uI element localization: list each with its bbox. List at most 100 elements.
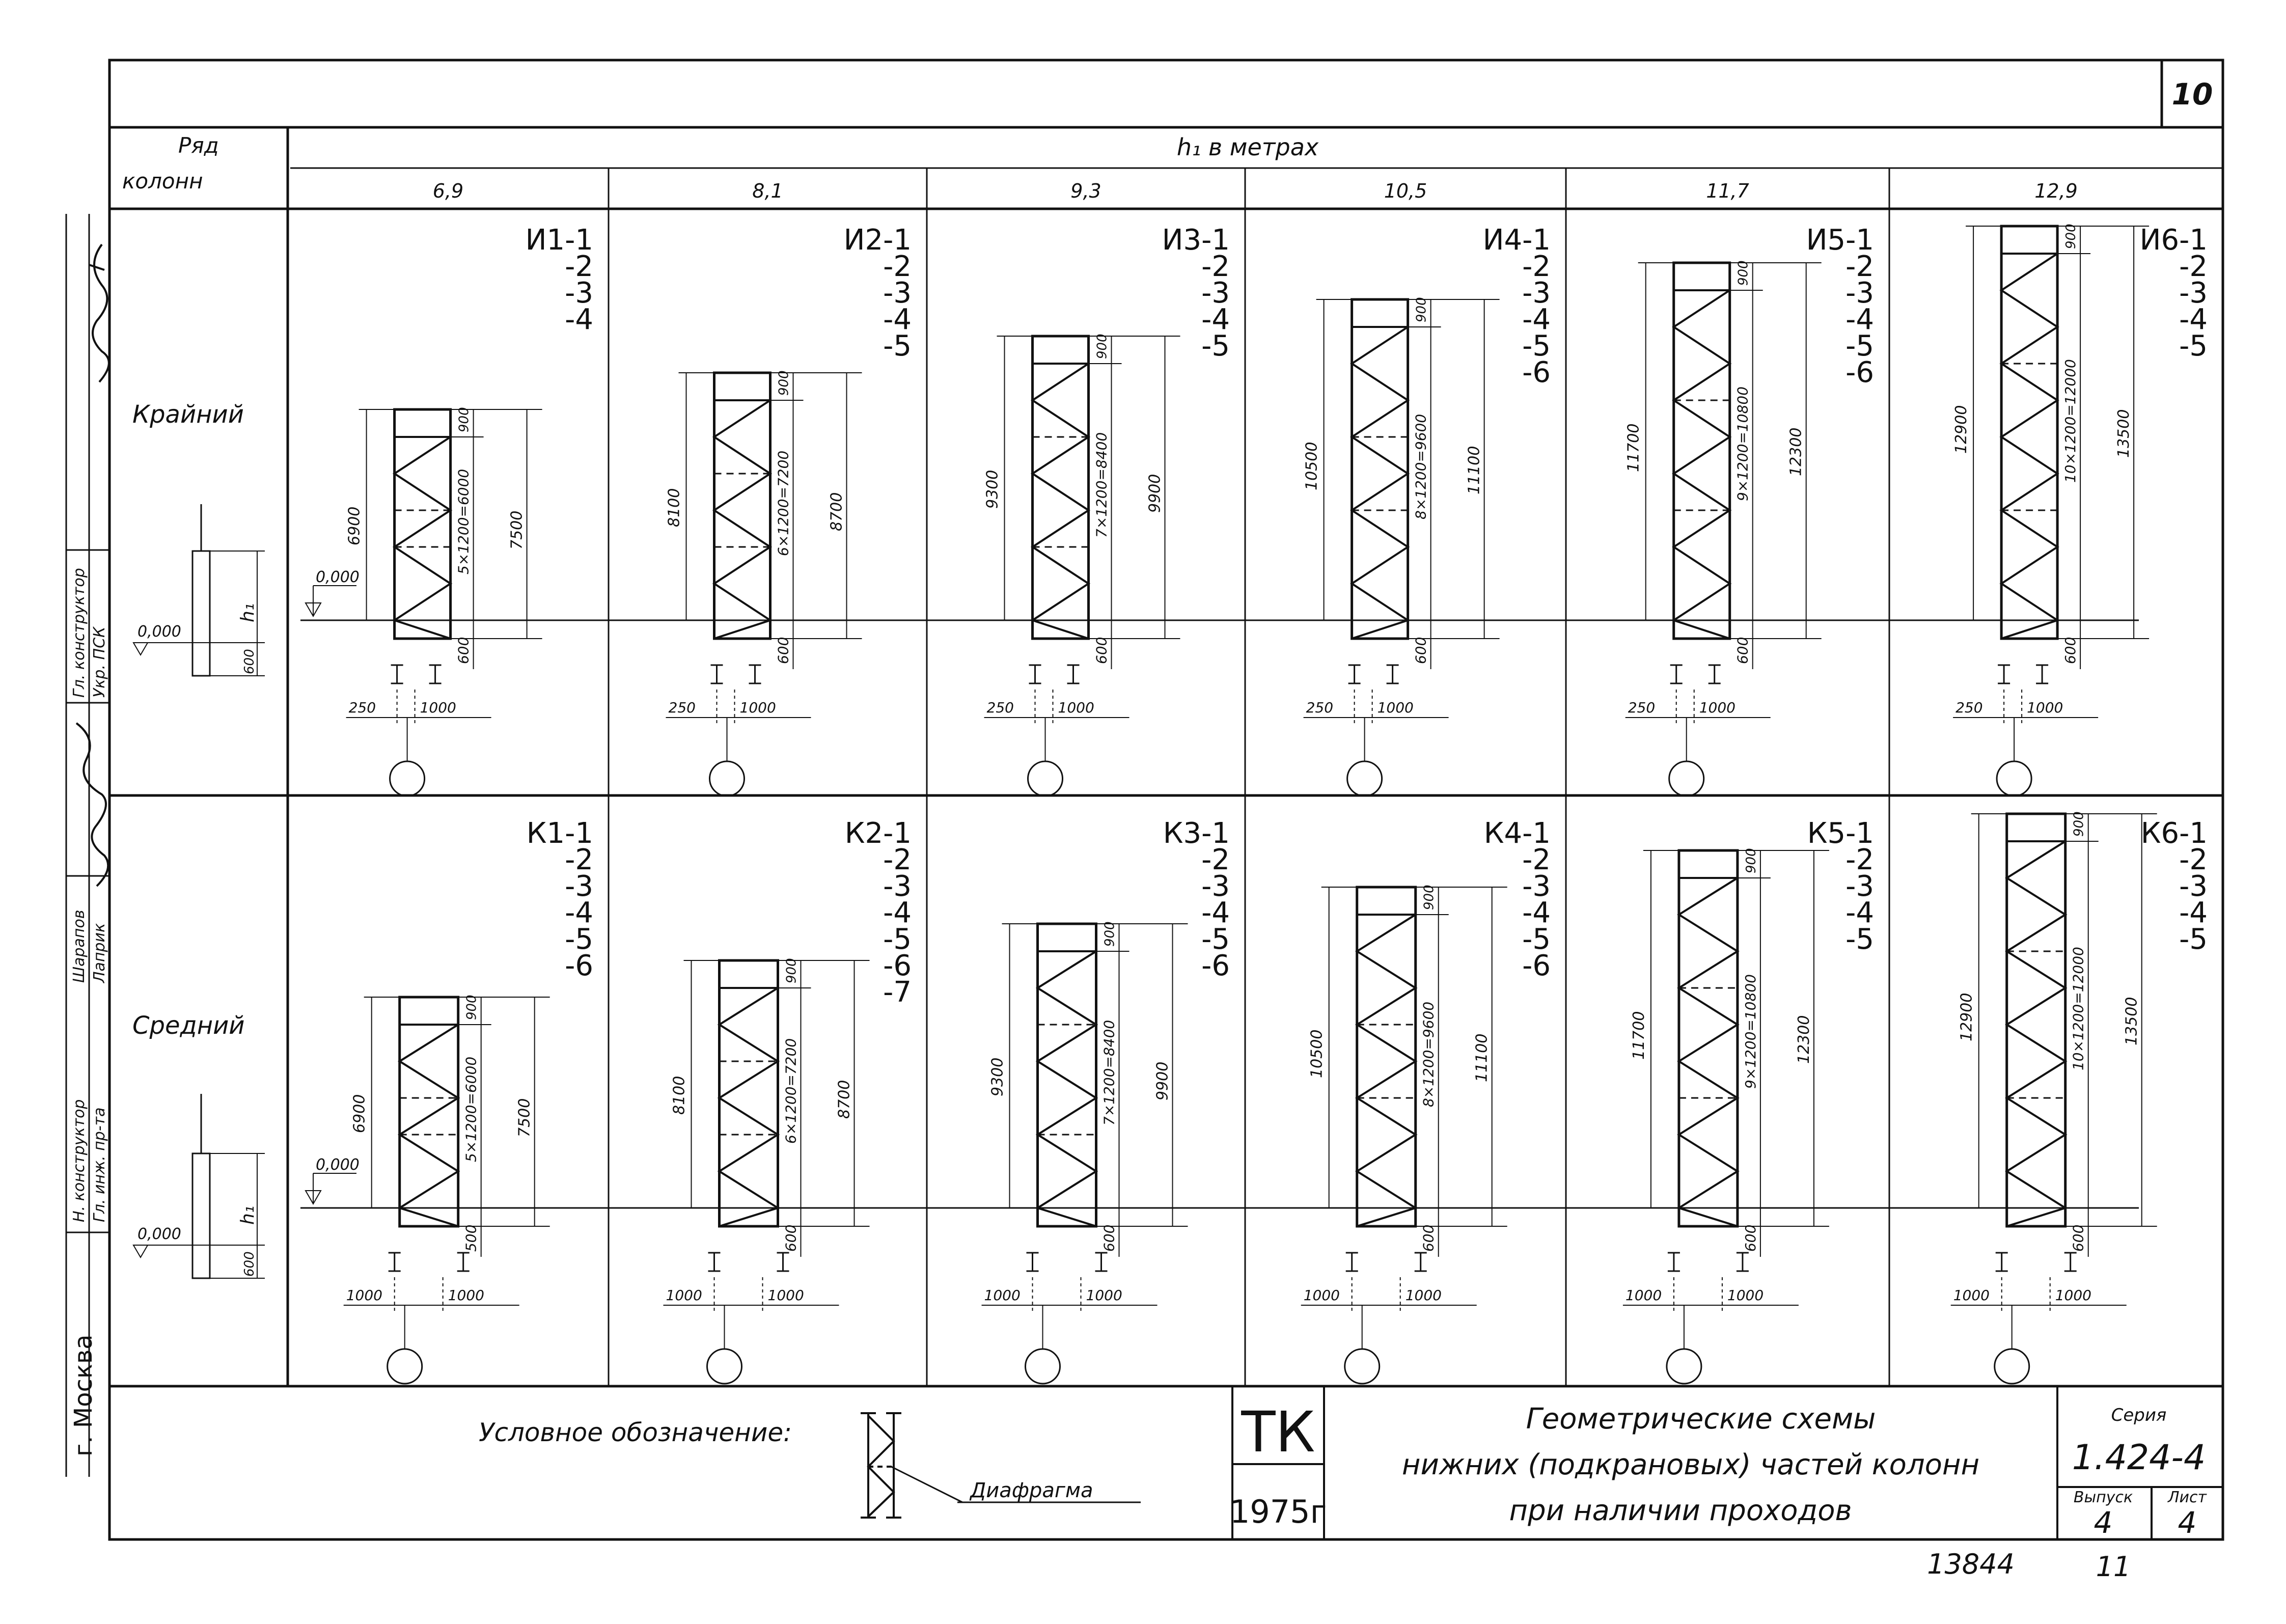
dim-total: 12900 <box>1958 993 1976 1041</box>
key-zero-label: 0,000 <box>137 623 181 641</box>
offset-left: 1000 <box>984 1287 1021 1304</box>
column-mark-variant: -6 <box>883 949 912 982</box>
key-lower-column <box>191 1152 211 1279</box>
dim-total: 10500 <box>1303 442 1321 490</box>
dim-bottom: 600 <box>1093 637 1110 664</box>
row-label-edge: Крайний <box>132 400 244 429</box>
offset-right: 1000 <box>740 699 776 716</box>
offset-left: 250 <box>1306 699 1333 716</box>
column-mark-variant: -2 <box>565 843 593 876</box>
dim-total: 6900 <box>351 1094 369 1133</box>
signature-1 <box>89 243 110 383</box>
dim-overall: 8700 <box>828 492 846 531</box>
key-lower-column <box>191 550 211 677</box>
footer-page: 11 <box>2096 1551 2131 1583</box>
column-mark-variant: -2 <box>1846 250 1874 283</box>
dim-panels: 7×1200=8400 <box>1093 432 1110 538</box>
dim-total: 12900 <box>1952 405 1970 454</box>
column-mark-variant: -5 <box>1201 923 1230 956</box>
axis-marker-circle <box>1025 1348 1061 1385</box>
dim-total: 9300 <box>984 470 1002 509</box>
column-outline <box>2000 225 2059 640</box>
axis-marker-circle <box>389 760 426 797</box>
dim-bottom: 600 <box>1742 1225 1759 1252</box>
offset-right: 1000 <box>1378 699 1414 716</box>
column-mark-variant: -3 <box>1201 870 1230 903</box>
dim-bottom: 500 <box>463 1225 480 1252</box>
column-mark: К3-1 <box>1163 817 1230 850</box>
dim-head: 900 <box>1422 885 1437 910</box>
dim-bottom: 600 <box>1101 1225 1118 1252</box>
offset-left: 250 <box>1956 699 1982 716</box>
column-mark-variant: -4 <box>565 303 593 336</box>
dim-head: 900 <box>1744 848 1759 873</box>
offset-right: 1000 <box>1727 1287 1764 1304</box>
key-base-label: 600 <box>242 1251 257 1277</box>
column-lattice <box>1349 326 1411 640</box>
dim-panels: 9×1200=10800 <box>1742 974 1759 1089</box>
dim-panels: 10×1200=12000 <box>2070 947 2087 1070</box>
offset-right: 1000 <box>1086 1287 1122 1304</box>
dim-head: 900 <box>1095 334 1110 359</box>
column-lattice <box>392 436 453 640</box>
column-mark-variant: -4 <box>2179 303 2208 336</box>
column-mark: И5-1 <box>1806 224 1874 257</box>
zero-level-mark <box>305 602 322 618</box>
title-line1: Геометрические схемы <box>1526 1402 1876 1436</box>
dim-overall: 13500 <box>2115 409 2133 458</box>
series-value: 1.424-4 <box>2072 1438 2206 1478</box>
column-mark-variant: -2 <box>1201 250 1230 283</box>
column-lattice <box>1355 914 1418 1227</box>
column-mark-variant: -3 <box>883 870 912 903</box>
offset-right: 1000 <box>2055 1287 2091 1304</box>
column-mark-variant: -4 <box>2179 896 2208 929</box>
dim-bottom: 600 <box>775 637 792 664</box>
dim-overall: 11100 <box>1466 446 1483 494</box>
column-mark-variant: -2 <box>883 250 912 283</box>
column-mark-variant: -5 <box>1201 329 1230 363</box>
column-outline <box>398 996 460 1228</box>
dim-total: 8100 <box>666 488 683 527</box>
offset-left: 250 <box>987 699 1014 716</box>
legend-symbol <box>861 1412 1141 1519</box>
axis-marker-circle <box>706 1348 742 1385</box>
dim-total: 9300 <box>989 1058 1007 1096</box>
dim-bottom: 600 <box>455 637 472 664</box>
column-lattice <box>1999 253 2060 640</box>
key-base-label: 600 <box>242 649 257 674</box>
column-outline <box>718 959 779 1228</box>
dim-head: 900 <box>457 407 472 432</box>
column-mark: К1-1 <box>527 817 593 850</box>
column-mark-variant: -3 <box>565 277 593 310</box>
title-year: 1975г <box>1230 1493 1327 1530</box>
header-row-label-line2: колонн <box>122 169 203 194</box>
column-mark: И6-1 <box>2140 224 2208 257</box>
column-outline <box>1677 849 1739 1228</box>
column-mark-variant: -4 <box>883 303 912 336</box>
issue-value: 4 <box>2094 1505 2113 1540</box>
axis-marker-circle <box>387 1348 423 1385</box>
h-value-6: 12,9 <box>2034 180 2078 202</box>
key-level-mark <box>132 642 149 656</box>
offset-right: 1000 <box>448 1287 484 1304</box>
dim-bottom: 600 <box>2062 637 2079 664</box>
sheet-value: 4 <box>2178 1505 2197 1540</box>
key-zero-label: 0,000 <box>137 1225 181 1243</box>
column-mark-variant: -5 <box>2179 923 2208 956</box>
dim-head: 900 <box>2063 224 2079 249</box>
offset-left: 1000 <box>1626 1287 1662 1304</box>
h-value-4: 10,5 <box>1384 180 1427 202</box>
column-mark-variant: -5 <box>1522 329 1551 363</box>
column-mark-variant: -2 <box>2179 250 2208 283</box>
column-mark-variant: -2 <box>2179 843 2208 876</box>
column-mark: И1-1 <box>526 224 593 257</box>
column-lattice <box>712 399 773 640</box>
side-role-2: Н. конструктор <box>70 1099 88 1222</box>
column-grid-lines <box>608 168 1890 1386</box>
